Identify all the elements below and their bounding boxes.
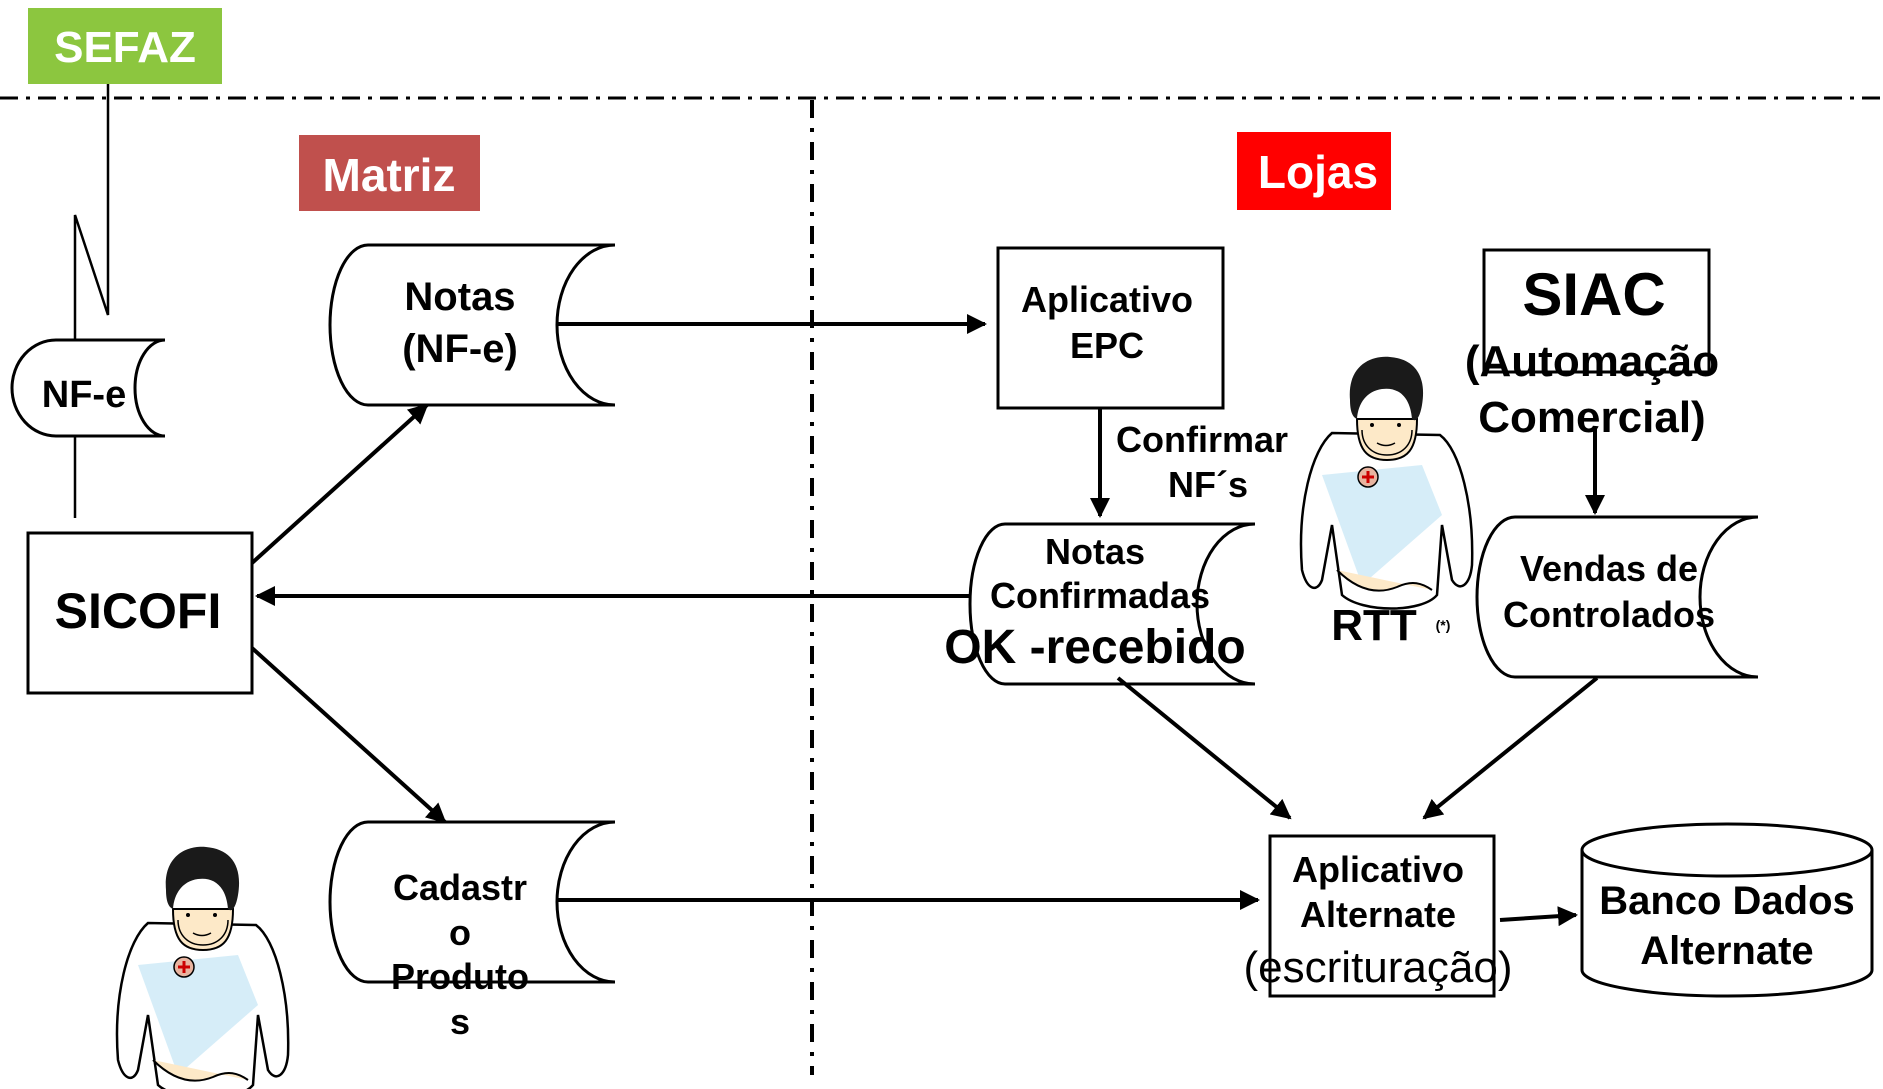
notas-nfe-line1: Notas <box>404 275 515 319</box>
lojas-badge: Lojas <box>1237 132 1391 210</box>
siac-subtitle-line1: (Automação <box>1465 337 1719 386</box>
epc-line1: Aplicativo <box>1021 279 1193 320</box>
siac-title: SIAC <box>1522 261 1665 328</box>
vendas-line2: Controlados <box>1503 594 1715 635</box>
sefaz-label: SEFAZ <box>54 23 196 72</box>
arrow-confirmadas-to-alternate <box>1116 676 1292 820</box>
matriz-badge: Matriz <box>299 135 480 211</box>
nfe-store-label: NF-e <box>42 374 126 416</box>
confirmadas-line1: Notas <box>1045 531 1145 572</box>
confirmadas-line2: Confirmadas <box>990 575 1210 616</box>
matriz-label: Matriz <box>323 149 456 201</box>
lojas-label: Lojas <box>1258 146 1378 198</box>
alternate-note: (escrituração) <box>1244 943 1513 992</box>
cadastro-line1: Cadastr <box>393 867 527 908</box>
epc-line2: EPC <box>1070 325 1144 366</box>
arrow-vendas-to-alternate <box>1422 676 1599 820</box>
arrow-sicofi-to-cadastro <box>250 646 447 824</box>
person-icon <box>115 846 290 1089</box>
confirmar-line2: NF´s <box>1168 464 1248 505</box>
sicofi-label: SICOFI <box>55 583 222 639</box>
ok-recebido-label: OK -recebido <box>944 621 1245 674</box>
notas-confirmadas-store: Notas Confirmadas <box>968 522 1256 686</box>
confirmar-line1: Confirmar <box>1116 419 1288 460</box>
arrow-sicofi-to-notas <box>250 403 429 565</box>
notas-nfe-store: Notas (NF-e) <box>328 243 616 407</box>
vendas-controlados-store: Vendas de Controlados <box>1475 515 1759 679</box>
alternate-line2: Alternate <box>1300 894 1456 935</box>
cadastro-produtos-store: Cadastr o Produto s <box>328 820 616 1042</box>
banco-dados-cylinder: Banco Dados Alternate <box>1580 822 1874 998</box>
banco-line1: Banco Dados <box>1599 879 1855 923</box>
rtt-note: (*) <box>1436 617 1451 633</box>
sefaz-badge-bg <box>28 8 222 84</box>
alternate-line1: Aplicativo <box>1292 849 1464 890</box>
notas-nfe-line2: (NF-e) <box>402 327 518 371</box>
arrow-alternate-to-banco <box>1499 906 1578 927</box>
siac-box: SIAC (Automação Comercial) <box>1465 248 1719 442</box>
siac-subtitle-line2: Comercial) <box>1478 393 1705 442</box>
cadastro-line4: s <box>450 1001 470 1042</box>
banco-line2: Alternate <box>1640 929 1813 973</box>
sefaz-link-line <box>73 84 110 340</box>
sicofi-box: SICOFI <box>26 531 254 695</box>
person-icon <box>1299 356 1474 610</box>
nfe-store: NF-e <box>10 338 166 438</box>
cadastro-line3: Produto <box>391 956 529 997</box>
matriz-badge-bg <box>299 135 480 211</box>
sefaz-badge: SEFAZ <box>28 8 222 84</box>
aplicativo-epc-box: Aplicativo EPC <box>996 246 1225 410</box>
vendas-line1: Vendas de <box>1520 548 1698 589</box>
aplicativo-alternate-box: Aplicativo Alternate (escrituração) <box>1244 834 1513 998</box>
cadastro-line2: o <box>449 912 471 953</box>
lojas-badge-bg <box>1237 132 1391 210</box>
